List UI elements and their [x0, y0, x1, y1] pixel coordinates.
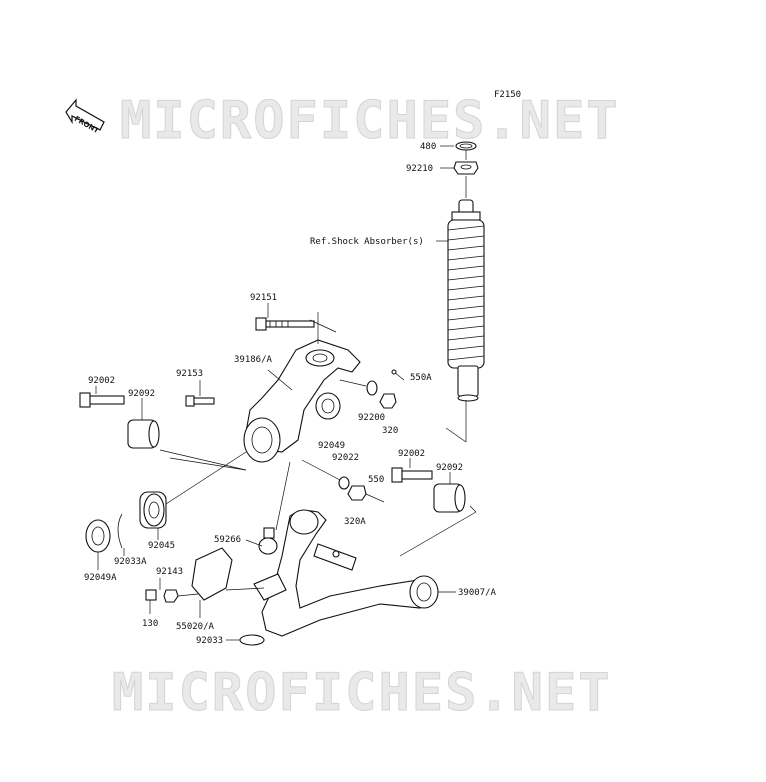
label-92200: 92200	[358, 413, 385, 423]
circlip-92033	[239, 634, 265, 646]
left-bushing-set	[79, 386, 247, 471]
ball-joint-59266	[258, 537, 278, 555]
label-39186A: 39186/A	[234, 355, 273, 365]
bolt-130	[145, 589, 157, 601]
steering-knuckle	[185, 303, 405, 503]
bolt-92002-left	[79, 392, 91, 408]
label-92022: 92022	[332, 453, 359, 463]
watermark-bottom: MICROFICHES.NET	[112, 663, 612, 723]
right-bushing-set	[391, 458, 477, 513]
washer-92200	[366, 380, 378, 396]
label-92092-right: 92092	[436, 463, 463, 473]
label-550: 550	[368, 475, 384, 485]
label-320A: 320A	[344, 517, 366, 527]
washer-92022	[338, 476, 350, 490]
label-550A: 550A	[410, 373, 432, 383]
bolt-92002-right	[391, 467, 403, 483]
ring-480	[455, 141, 477, 151]
nut-320A	[347, 485, 367, 501]
label-92153: 92153	[176, 369, 203, 379]
label-92002-right: 92002	[398, 449, 425, 459]
label-130: 130	[142, 619, 158, 629]
suspension-arm	[145, 457, 477, 646]
label-ref-shock: Ref.Shock Absorber(s)	[310, 237, 424, 247]
label-92033: 92033	[196, 636, 223, 646]
label-320: 320	[382, 426, 398, 436]
seal-92049A	[85, 519, 111, 553]
label-92002-left: 92002	[88, 376, 115, 386]
circlip-92033A	[117, 513, 123, 549]
label-92049A: 92049A	[84, 573, 117, 583]
arm-39007A	[261, 510, 427, 637]
label-92092-left: 92092	[128, 389, 155, 399]
bearing-stack	[85, 451, 247, 570]
label-92045: 92045	[148, 541, 175, 551]
label-92143: 92143	[156, 567, 183, 577]
label-480: 480	[420, 142, 436, 152]
guard-55020A	[191, 547, 233, 601]
label-92210: 92210	[406, 164, 433, 174]
shock-absorber	[436, 141, 485, 443]
label-59266: 59266	[214, 535, 241, 545]
label-92151: 92151	[250, 293, 277, 303]
label-55020A: 55020/A	[176, 622, 215, 632]
watermark-top: MICROFICHES.NET	[120, 91, 620, 151]
nut-92210	[453, 161, 479, 175]
label-39007A: 39007/A	[458, 588, 497, 598]
front-arrow-icon: FRONT	[65, 98, 105, 135]
label-92033A: 92033A	[114, 557, 147, 567]
nut-320	[379, 393, 397, 409]
figure-code: F2150	[494, 90, 521, 100]
label-92049: 92049	[318, 441, 345, 451]
nut-92143	[163, 589, 179, 603]
